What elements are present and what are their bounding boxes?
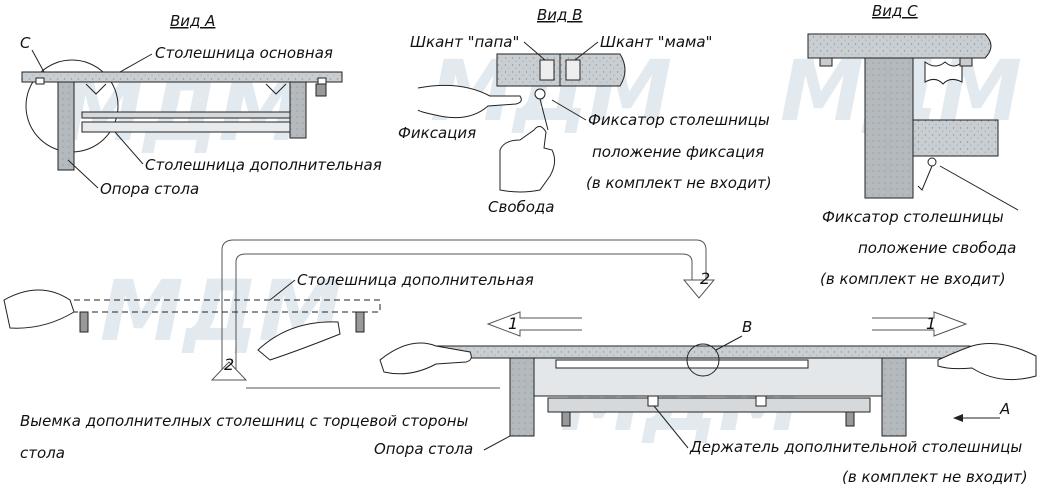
hand-thumb-up <box>499 126 556 193</box>
step-1-right: 1 <box>926 314 936 333</box>
view-c-label-latch-1: Фиксатор столешницы <box>822 208 1004 226</box>
bolt-c-1 <box>819 57 833 67</box>
table-leg-a-left <box>57 81 75 171</box>
callout-b-circle <box>686 343 720 377</box>
leader-latch-c <box>939 165 1019 211</box>
holder-clip-2 <box>755 395 767 407</box>
table-leg-a-right <box>289 81 307 139</box>
view-a-marker-label: А <box>999 400 1010 418</box>
foot-a-right <box>315 83 327 97</box>
leader-holder <box>653 405 689 449</box>
main-label-support: Опора стола <box>374 440 473 458</box>
leader-extra-top-main <box>269 279 296 301</box>
tabletop-joint-b <box>496 53 626 87</box>
view-a-label-support: Опора стола <box>100 180 199 198</box>
leader-dowel-male <box>523 41 546 61</box>
view-a-callout-c: С <box>20 34 31 52</box>
main-label-holder-2: (в комплект не входит) <box>842 468 1028 486</box>
callout-c-leader <box>31 49 45 73</box>
leader-dowel-female <box>574 41 599 61</box>
connector-a-right <box>265 83 287 95</box>
view-b: Вид В Шкант "папа" Шкант "мама" Фиксация… <box>398 6 772 216</box>
holder-clip-1 <box>647 395 659 407</box>
view-b-title: Вид В <box>537 6 582 24</box>
main-tabletop <box>429 345 971 359</box>
caption-line-2: стола <box>20 444 65 462</box>
dowel-male <box>539 59 555 81</box>
main-tabletop-c <box>807 33 992 59</box>
view-c: Вид С Фиксатор столешницы положение своб… <box>807 2 1019 288</box>
hand-fixation <box>417 84 522 119</box>
dowel-female <box>565 59 581 81</box>
table-leg-left <box>509 357 535 437</box>
caption-line-1: Выемка дополнителных столешниц с торцево… <box>20 412 469 430</box>
hand-support-extra <box>257 321 341 361</box>
step-2-lower: 2 <box>224 355 234 374</box>
arrow-1-right <box>872 311 968 337</box>
leader-latch-b <box>551 99 587 121</box>
main-assembly: 2 2 Столешница дополнительная В 1 <box>3 239 1037 486</box>
route-arrow-2-head-down <box>682 279 716 299</box>
latch-pivot-b <box>534 88 546 100</box>
bolt-a-1 <box>35 77 45 85</box>
view-b-label-latch-3: (в комплект не входит) <box>586 174 772 192</box>
step-2-upper: 2 <box>700 269 710 288</box>
table-leg-c <box>864 57 914 199</box>
holder-foot-right <box>845 411 855 427</box>
leader-support-a <box>67 159 99 189</box>
view-b-label-dowel-male: Шкант "папа" <box>410 33 519 51</box>
view-b-label-fixation: Фиксация <box>398 124 476 142</box>
view-b-label-latch-1: Фиксатор столешницы <box>588 111 770 129</box>
route-arrow-2-top <box>221 239 707 378</box>
latch-lever-c <box>917 165 933 191</box>
leader-main-top <box>119 53 153 73</box>
holder-foot-left <box>561 411 571 427</box>
view-b-label-freedom: Свобода <box>488 198 554 216</box>
holder-rail-a <box>81 111 291 119</box>
view-b-label-dowel-female: Шкант "мама" <box>600 33 712 51</box>
hand-left-remove <box>3 289 75 329</box>
connector-c <box>924 60 963 85</box>
route-arrow-2-inner <box>235 253 693 378</box>
table-leg-right <box>881 357 907 437</box>
extra-tabletop-c <box>912 119 999 157</box>
view-b-label-latch-2: положение фиксация <box>592 143 764 161</box>
foot-removed-left <box>79 311 89 333</box>
connector-a-left <box>85 83 107 95</box>
arrow-1-left <box>486 311 582 337</box>
leader-callout-b <box>715 335 743 351</box>
main-label-holder-1: Держатель дополнительной столешницы <box>689 438 1022 456</box>
extra-tabletop-stored <box>555 359 809 369</box>
view-c-label-latch-3: (в комплект не входит) <box>820 270 1006 288</box>
view-a-title: Вид А <box>170 12 215 30</box>
view-c-title: Вид С <box>872 2 918 20</box>
bolt-a-2 <box>317 77 327 85</box>
hand-left-main <box>379 342 472 375</box>
hand-right-main <box>937 343 1037 381</box>
extra-tabletop-a <box>81 121 291 133</box>
holder-rail <box>547 397 871 413</box>
leader-support-main <box>483 435 511 451</box>
latch-pivot-c <box>927 157 937 167</box>
view-a-label-main-top: Столешница основная <box>155 44 333 62</box>
view-a-label-extra-top: Столешница дополнительная <box>145 156 382 174</box>
step-1-left: 1 <box>508 314 518 333</box>
view-c-label-latch-2: положение свобода <box>858 239 1016 257</box>
callout-b-label: В <box>742 318 752 336</box>
main-label-extra-top: Столешница дополнительная <box>297 271 534 289</box>
bolt-c-2 <box>959 57 973 67</box>
main-tabletop-a <box>21 71 343 83</box>
latch-lever-b <box>539 98 549 131</box>
route-arrow-2-head-up <box>210 361 248 381</box>
view-a: Вид А С Столешница основная Столешница д… <box>20 12 382 198</box>
leader-extra-top <box>114 131 144 165</box>
foot-removed-right <box>355 311 365 333</box>
